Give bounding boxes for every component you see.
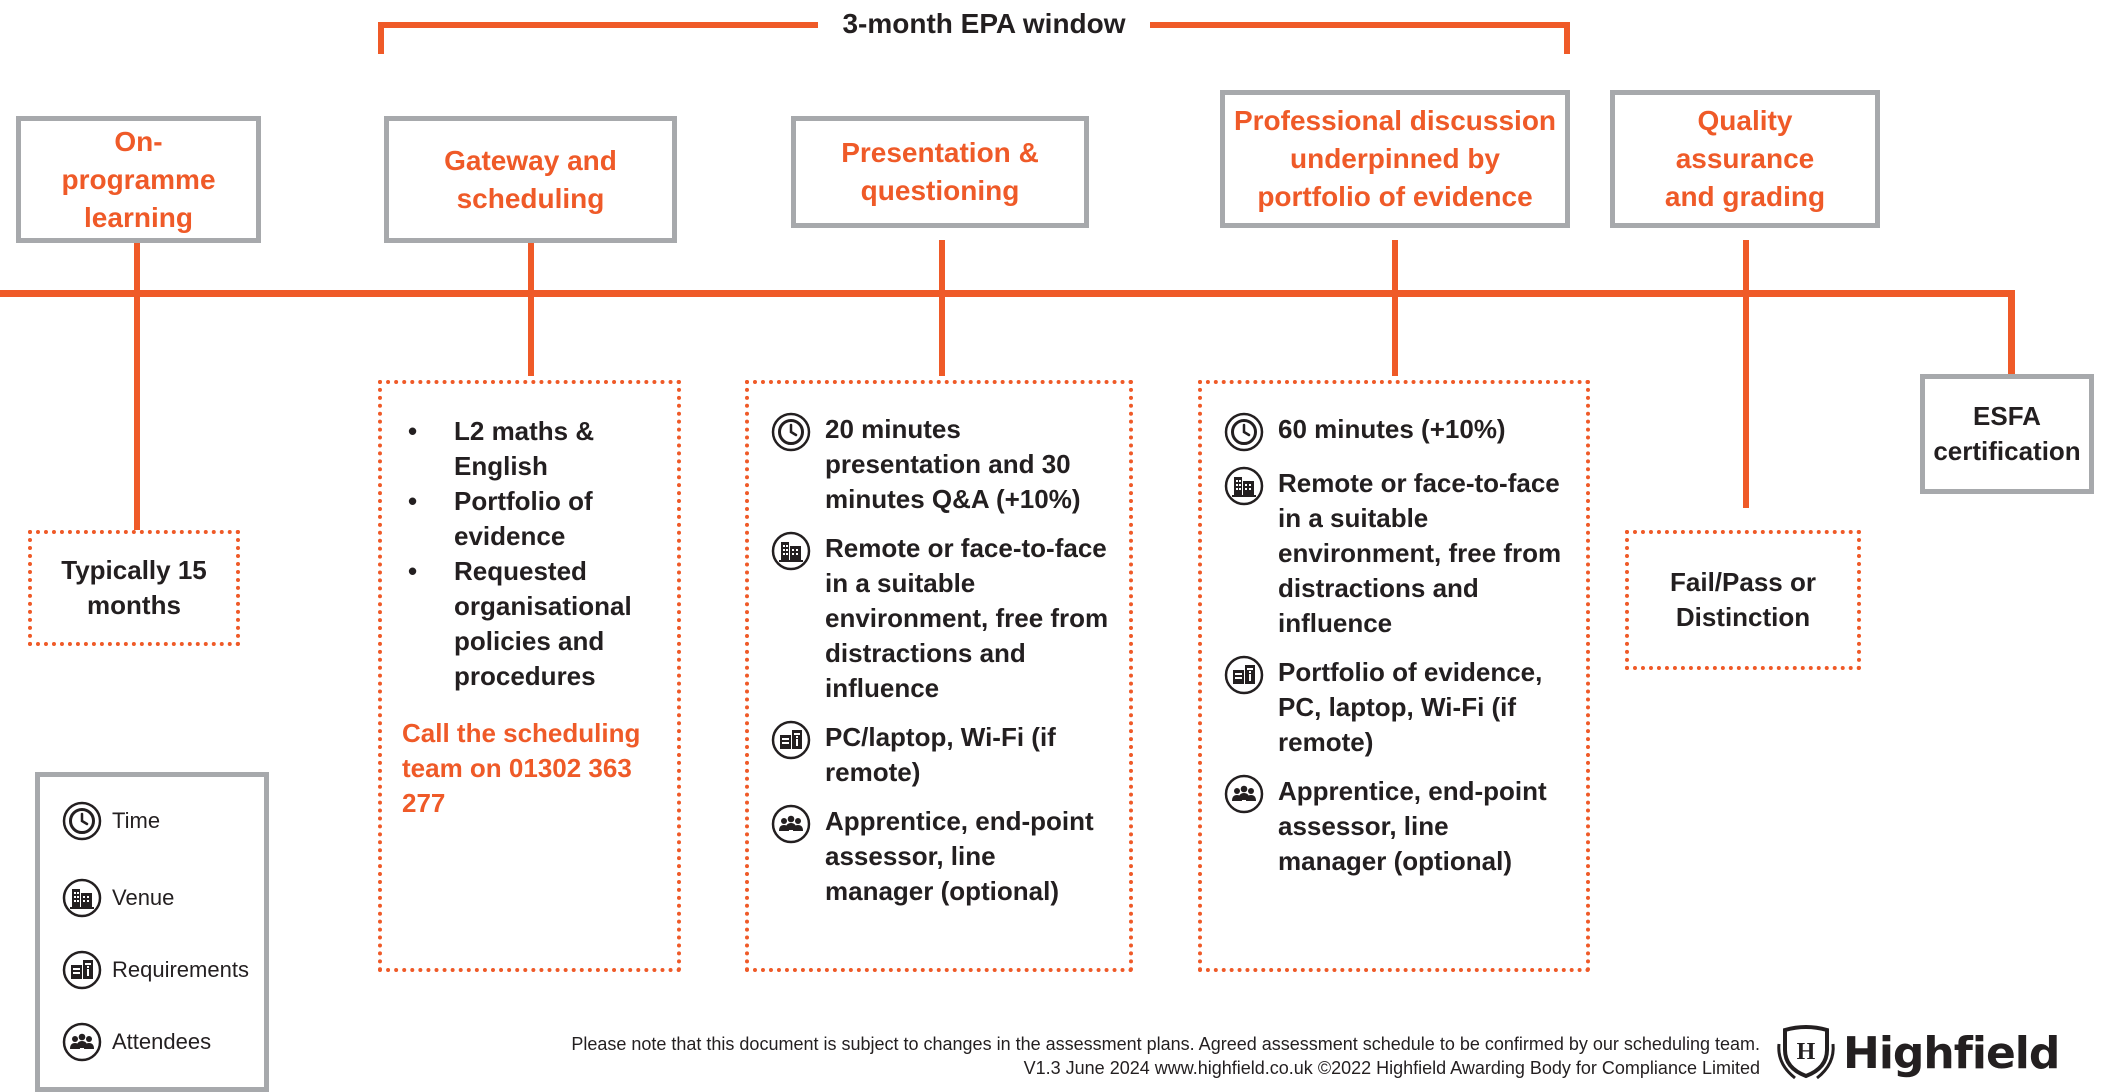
connector-on-programme <box>134 240 140 530</box>
professional-attendees-row: Apprentice, end-point assessor, line man… <box>1224 774 1572 879</box>
professional-requirements-row: Portfolio of evidence, PC, laptop, Wi-Fi… <box>1224 655 1572 760</box>
stage-esfa: ESFA certification <box>1920 374 2094 494</box>
legend-requirements: Requirements <box>62 950 249 990</box>
footer-version: V1.3 June 2024 www.highfield.co.uk ©2022… <box>1023 1058 1760 1078</box>
stage-quality-title: Quality assurance and grading <box>1664 105 1826 212</box>
stage-gateway-title: Gateway and scheduling <box>444 144 617 214</box>
professional-time: 60 minutes (+10%) <box>1278 414 1506 444</box>
timeline-end-drop <box>2008 290 2015 374</box>
presentation-attendees: Apprentice, end-point assessor, line man… <box>825 806 1094 906</box>
legend-time-label: Time <box>112 808 161 833</box>
stage-professional: Professional discussion underpinned by p… <box>1220 90 1570 228</box>
on-programme-detail: Typically 15 months <box>28 530 240 646</box>
stage-quality: Quality assurance and grading <box>1610 90 1880 228</box>
clock-icon <box>1224 412 1264 452</box>
connector-gateway <box>528 240 534 376</box>
timeline-line <box>0 290 2014 297</box>
stage-presentation-title: Presentation & questioning <box>841 137 1039 206</box>
professional-detail: 60 minutes (+10%) Remote or face-to-face… <box>1198 380 1590 972</box>
presentation-venue-row: Remote or face-to-face in a suitable env… <box>771 531 1115 706</box>
gateway-requirement: Portfolio of evidence <box>402 484 657 554</box>
stage-on-programme: On-programme learning <box>16 116 261 243</box>
epa-window-bracket-left <box>378 22 384 54</box>
svg-text:H: H <box>1797 1039 1816 1065</box>
gateway-requirement: Requested organisational policies and pr… <box>402 554 657 694</box>
building-icon <box>62 878 102 918</box>
people-icon <box>1224 774 1264 814</box>
connector-quality <box>1743 240 1749 508</box>
stage-gateway: Gateway and scheduling <box>384 116 677 243</box>
legend-requirements-label: Requirements <box>112 957 249 982</box>
professional-requirements: Portfolio of evidence, PC, laptop, Wi-Fi… <box>1278 657 1543 757</box>
professional-venue: Remote or face-to-face in a suitable env… <box>1278 468 1562 638</box>
highfield-wordmark: Highfield <box>1843 1027 2060 1079</box>
stage-professional-title: Professional discussion underpinned by p… <box>1233 105 1557 212</box>
epa-window-label: 3-month EPA window <box>842 8 1126 39</box>
presentation-requirements: PC/laptop, Wi-Fi (if remote) <box>825 722 1056 787</box>
presentation-requirements-row: PC/laptop, Wi-Fi (if remote) <box>771 720 1115 790</box>
presentation-venue: Remote or face-to-face in a suitable env… <box>825 533 1109 703</box>
highfield-crest-icon: H <box>1777 1025 1835 1080</box>
presentation-detail: 20 minutes presentation and 30 minutes Q… <box>745 380 1133 972</box>
requirements-icon <box>771 720 811 760</box>
building-icon <box>771 531 811 571</box>
scheduling-call-text: Call the scheduling team on 01302 363 27… <box>402 718 641 818</box>
presentation-attendees-row: Apprentice, end-point assessor, line man… <box>771 804 1115 909</box>
legend-venue-label: Venue <box>112 885 175 910</box>
quality-grades: Fail/Pass or Distinction <box>1670 567 1816 632</box>
presentation-time-row: 20 minutes presentation and 30 minutes Q… <box>771 412 1115 517</box>
clock-icon <box>62 801 102 841</box>
professional-time-row: 60 minutes (+10%) <box>1224 412 1572 452</box>
gateway-requirements-list: L2 maths & English Portfolio of evidence… <box>402 414 657 694</box>
professional-attendees: Apprentice, end-point assessor, line man… <box>1278 776 1547 876</box>
legend-attendees-label: Attendees <box>112 1029 212 1054</box>
building-icon <box>1224 466 1264 506</box>
on-programme-duration: Typically 15 months <box>61 555 207 620</box>
quality-detail: Fail/Pass or Distinction <box>1625 530 1861 670</box>
presentation-time: 20 minutes presentation and 30 minutes Q… <box>825 414 1081 514</box>
highfield-logo: H Highfield <box>1775 1024 2105 1082</box>
epa-window-bracket-right <box>1564 22 1570 54</box>
gateway-requirement: L2 maths & English <box>402 414 657 484</box>
legend-attendees: Attendees <box>62 1022 211 1062</box>
connector-presentation <box>939 240 945 376</box>
legend-venue: Venue <box>62 878 174 918</box>
requirements-icon <box>1224 655 1264 695</box>
people-icon <box>62 1022 102 1062</box>
gateway-detail: L2 maths & English Portfolio of evidence… <box>378 380 681 972</box>
professional-venue-row: Remote or face-to-face in a suitable env… <box>1224 466 1572 641</box>
epa-window-bracket-top-right <box>1150 22 1570 28</box>
people-icon <box>771 804 811 844</box>
footer-note: Please note that this document is subjec… <box>571 1034 1760 1054</box>
stage-presentation: Presentation & questioning <box>791 116 1089 228</box>
legend-time: Time <box>62 801 160 841</box>
clock-icon <box>771 412 811 452</box>
connector-professional <box>1392 240 1398 376</box>
stage-esfa-title: ESFA certification <box>1933 401 2081 466</box>
requirements-icon <box>62 950 102 990</box>
stage-on-programme-title: On-programme learning <box>61 125 216 233</box>
epa-window-bracket-top-left <box>378 22 818 28</box>
